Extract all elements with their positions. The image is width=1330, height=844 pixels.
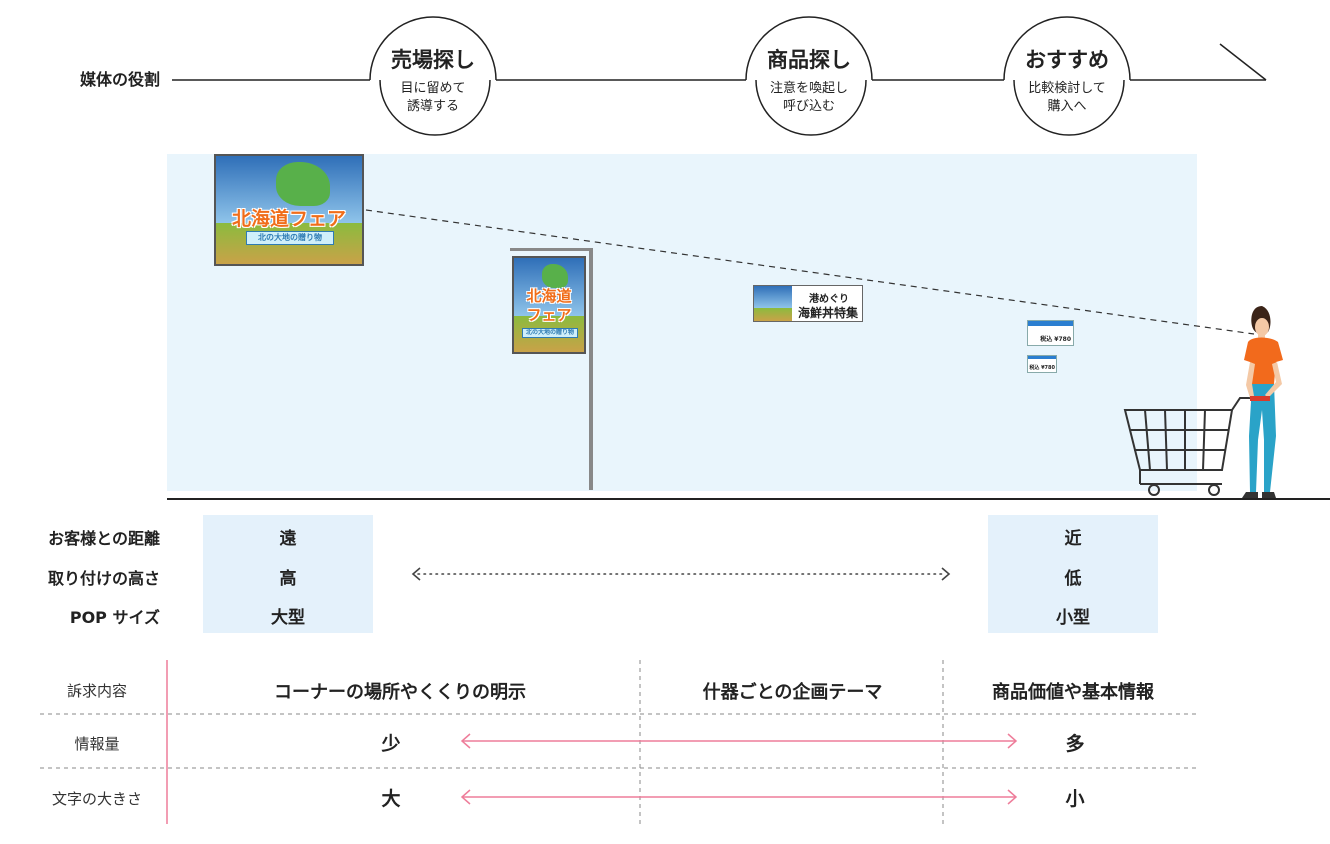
stage-1: 売場探し 目に留めて 誘導する — [378, 44, 488, 116]
hokkaido-map-icon — [276, 162, 330, 206]
large-pop-ribbon: 北の大地の贈り物 — [246, 231, 334, 245]
info-high: 多 — [1065, 733, 1085, 755]
appeal-col-fixture: 什器ごとの企画テーマ — [702, 682, 883, 703]
stage-1-title: 売場探し — [391, 48, 475, 72]
metric-label-height: 取り付けの高さ — [47, 569, 160, 588]
size-near: 小型 — [1056, 608, 1090, 628]
stand-pop-ribbon: 北の大地の贈り物 — [522, 328, 578, 338]
large-pop-poster: 北海道フェア 北の大地の贈り物 — [214, 154, 364, 266]
stage-2: 商品探し 注意を喚起し 呼び込む — [754, 44, 864, 116]
metric-label-size: POP サイズ — [69, 608, 160, 627]
font-small: 小 — [1065, 788, 1085, 810]
shopper-figure — [1242, 306, 1283, 498]
stage-1-sub1: 目に留めて — [400, 81, 466, 96]
stage-2-sub1: 注意を喚起し — [769, 81, 848, 96]
roles-timeline — [172, 16, 1267, 136]
height-near: 低 — [1064, 569, 1082, 589]
stand-pole — [589, 250, 593, 490]
stage-3-arc-lower — [1013, 79, 1125, 136]
shopping-cart-icon — [1123, 397, 1258, 496]
far-range-box — [203, 515, 373, 633]
appeal-col-corner: コーナーの場所やくくりの明示 — [274, 682, 526, 703]
price-tag: 税込 ¥780 — [1027, 355, 1057, 373]
shelf-sign-line2: 海鮮丼特集 — [797, 306, 858, 320]
stage-1-arc — [369, 16, 497, 81]
shelf-sign: 港めぐり 海鮮丼特集 — [753, 285, 863, 322]
price-tag: 税込 ¥780 — [1027, 320, 1074, 346]
stage-3-sub2: 購入へ — [1047, 99, 1087, 114]
stand-pop-poster: 北海道 フェア 北の大地の贈り物 — [512, 256, 586, 354]
metric-label-distance: お客様との距離 — [48, 529, 160, 548]
stage-3-arc — [1003, 16, 1131, 81]
hokkaido-map-icon — [542, 264, 568, 288]
stage-2-sub2: 呼び込む — [782, 99, 835, 114]
distance-far: 遠 — [279, 529, 297, 549]
distance-near: 近 — [1064, 529, 1082, 549]
info-arrow — [460, 733, 1018, 749]
stand-pop-title-1: 北海道 — [526, 287, 572, 305]
stage-2-title: 商品探し — [767, 48, 851, 72]
font-size-arrow — [460, 789, 1018, 805]
timeline-arrowhead — [1219, 43, 1267, 81]
stage-2-arc-lower — [755, 79, 867, 136]
shelf-sign-image — [754, 286, 792, 321]
stage-3-title: おすすめ — [1025, 48, 1109, 72]
appeal-label-fontsize: 文字の大きさ — [51, 790, 142, 808]
appeal-col-product: 商品価値や基本情報 — [992, 682, 1154, 703]
price-tag-price: 税込 ¥780 — [1029, 365, 1055, 371]
roles-label: 媒体の役割 — [79, 70, 160, 89]
size-far: 大型 — [271, 608, 305, 628]
stage-1-sub2: 誘導する — [406, 99, 459, 114]
stage-1-arc-lower — [379, 79, 491, 136]
stage-3-sub1: 比較検討して — [1028, 81, 1106, 96]
appeal-label-content: 訴求内容 — [66, 682, 127, 700]
near-range-box — [988, 515, 1158, 633]
height-far: 高 — [279, 569, 297, 589]
shelf-sign-line1: 港めぐり — [809, 294, 849, 305]
stage-3: おすすめ 比較検討して 購入へ — [1012, 44, 1122, 116]
price-tag-price: 税込 ¥780 — [1040, 336, 1071, 343]
stage-2-arc — [745, 16, 873, 81]
floor-line — [167, 498, 1330, 500]
appeal-label-info: 情報量 — [74, 735, 120, 753]
font-large: 大 — [381, 788, 401, 810]
stand-arm — [510, 248, 593, 251]
large-pop-title: 北海道フェア — [231, 208, 346, 230]
stand-pop-title-2: フェア — [526, 306, 572, 324]
info-low: 少 — [381, 733, 401, 755]
